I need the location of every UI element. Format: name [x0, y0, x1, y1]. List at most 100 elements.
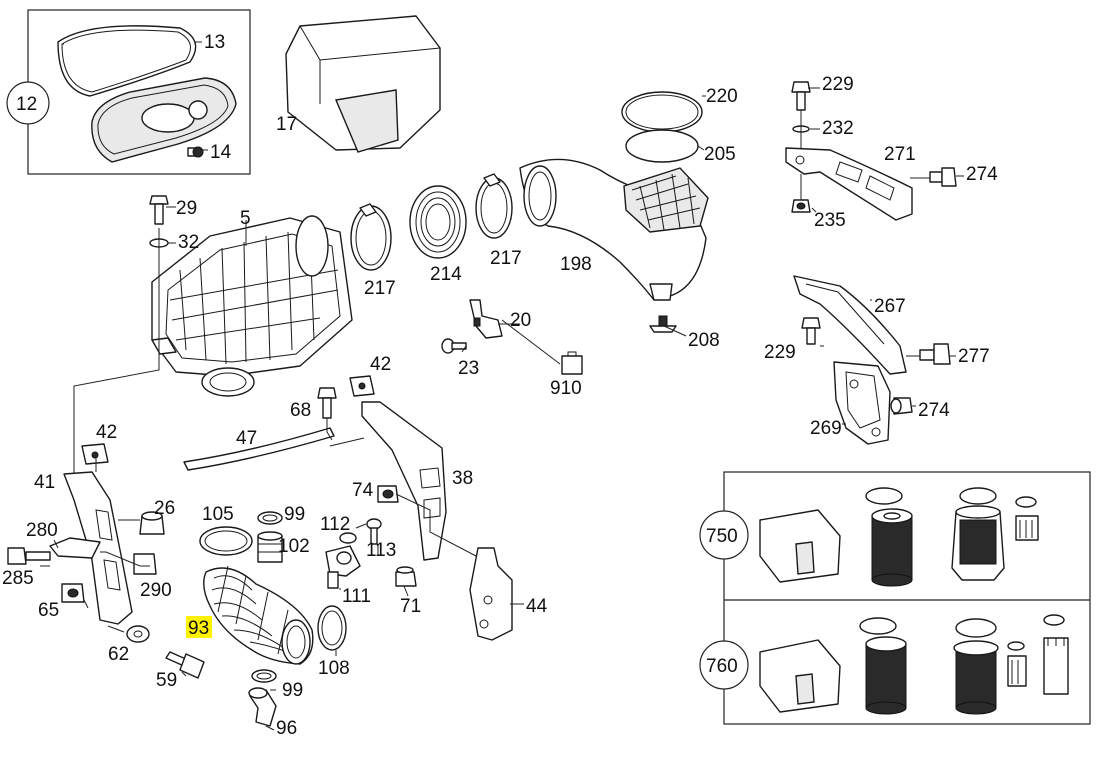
bracket-41 [63, 471, 133, 625]
callout-32[interactable]: 32 [178, 232, 199, 253]
callout-910[interactable]: 910 [550, 378, 582, 399]
callout-267[interactable]: 267 [874, 296, 906, 317]
callout-44[interactable]: 44 [526, 596, 548, 617]
washer-62 [126, 625, 150, 643]
callout-220[interactable]: 220 [706, 86, 738, 107]
callout-277[interactable]: 277 [958, 346, 990, 367]
callout-13[interactable]: 13 [204, 32, 225, 53]
callout-750[interactable]: 750 [706, 526, 738, 547]
filter-element-750-pouch [759, 509, 841, 583]
filter-kit-frame [699, 471, 1091, 725]
nut-65 [61, 583, 85, 603]
callout-71[interactable]: 71 [400, 596, 421, 617]
clamp-105 [199, 526, 253, 556]
bolt-29 [149, 195, 169, 248]
callout-217-right[interactable]: 217 [490, 248, 522, 269]
highlight-93 [186, 616, 212, 638]
callout-17[interactable]: 17 [276, 114, 297, 135]
callout-274-lower[interactable]: 274 [918, 400, 950, 421]
callout-217-left[interactable]: 217 [364, 278, 396, 299]
seal-220 [621, 91, 703, 133]
callout-65[interactable]: 65 [38, 600, 59, 621]
callout-112[interactable]: 112 [320, 514, 350, 535]
callout-285[interactable]: 285 [2, 568, 34, 589]
clamp-99-top [257, 511, 283, 525]
clamp-99-bottom [251, 669, 277, 683]
callout-214[interactable]: 214 [430, 264, 462, 285]
callout-208[interactable]: 208 [688, 330, 720, 351]
callout-96[interactable]: 96 [276, 718, 297, 739]
nut-290 [133, 553, 157, 575]
sensor-20 [469, 299, 503, 339]
callout-93[interactable]: 93 [188, 618, 209, 639]
callout-23[interactable]: 23 [458, 358, 479, 379]
clamp-217-right [475, 173, 513, 239]
callout-111[interactable]: 111 [342, 586, 371, 607]
bolt-274-top [929, 167, 957, 187]
filter-housing-17 [285, 15, 441, 153]
clip-42-left [81, 443, 109, 465]
grommet-208 [649, 315, 677, 333]
bolt-68 [317, 387, 337, 419]
callout-26[interactable]: 26 [154, 498, 175, 519]
clip-280 [49, 537, 101, 559]
seal-205 [625, 129, 699, 163]
nut-235 [791, 199, 811, 213]
clip-42-right [349, 375, 375, 397]
leader-lines [40, 41, 964, 731]
callout-41[interactable]: 41 [34, 472, 55, 493]
seal-112 [339, 532, 357, 544]
callout-235[interactable]: 235 [814, 210, 846, 231]
callout-108[interactable]: 108 [318, 658, 350, 679]
filter-element-750-b [951, 487, 1005, 581]
callout-229-lower[interactable]: 229 [764, 342, 796, 363]
callout-14[interactable]: 14 [210, 142, 232, 163]
callout-113[interactable]: 113 [366, 540, 396, 561]
valve-111 [325, 545, 361, 589]
bracket-271 [785, 147, 913, 221]
bolt-229-lower [801, 317, 821, 345]
callout-760[interactable]: 760 [706, 656, 738, 677]
intake-duct-198 [519, 158, 709, 301]
filter-element-760-b [953, 618, 999, 715]
filter-element-750-c [1015, 496, 1039, 541]
callout-105[interactable]: 105 [202, 504, 234, 525]
callout-12[interactable]: 12 [16, 94, 37, 115]
callout-74[interactable]: 74 [352, 480, 374, 501]
air-filter-housing-5 [151, 215, 353, 397]
nut-74 [377, 485, 399, 503]
callout-290[interactable]: 290 [140, 580, 172, 601]
nut-274-lower [890, 397, 913, 415]
callout-42-right[interactable]: 42 [370, 354, 391, 375]
filter-element-760-c [1007, 641, 1027, 687]
callout-102[interactable]: 102 [278, 536, 310, 557]
callout-232[interactable]: 232 [822, 118, 854, 139]
callout-59[interactable]: 59 [156, 670, 177, 691]
nut-71 [395, 566, 417, 587]
callout-274-top[interactable]: 274 [966, 164, 998, 185]
callout-229-top[interactable]: 229 [822, 74, 854, 95]
callout-68[interactable]: 68 [290, 400, 311, 421]
callout-47[interactable]: 47 [236, 428, 257, 449]
callout-38[interactable]: 38 [452, 468, 473, 489]
cover-assembly-frame [6, 9, 251, 175]
callout-269[interactable]: 269 [810, 418, 842, 439]
callout-280[interactable]: 280 [26, 520, 58, 541]
callout-42-left[interactable]: 42 [96, 422, 117, 443]
callout-99-top[interactable]: 99 [284, 504, 305, 525]
callout-271[interactable]: 271 [884, 144, 916, 165]
callout-5[interactable]: 5 [240, 208, 251, 229]
bolt-277 [919, 343, 951, 365]
filter-element-760-pouch [759, 639, 841, 713]
callout-20[interactable]: 20 [510, 310, 531, 331]
callout-99-bottom[interactable]: 99 [282, 680, 303, 701]
screw-113 [366, 518, 382, 545]
callout-205[interactable]: 205 [704, 144, 736, 165]
callout-29[interactable]: 29 [176, 198, 197, 219]
callout-62[interactable]: 62 [108, 644, 129, 665]
connector-910 [561, 351, 583, 375]
elbow-96 [248, 687, 277, 727]
callout-198[interactable]: 198 [560, 254, 592, 275]
bracket-267 [793, 275, 907, 375]
